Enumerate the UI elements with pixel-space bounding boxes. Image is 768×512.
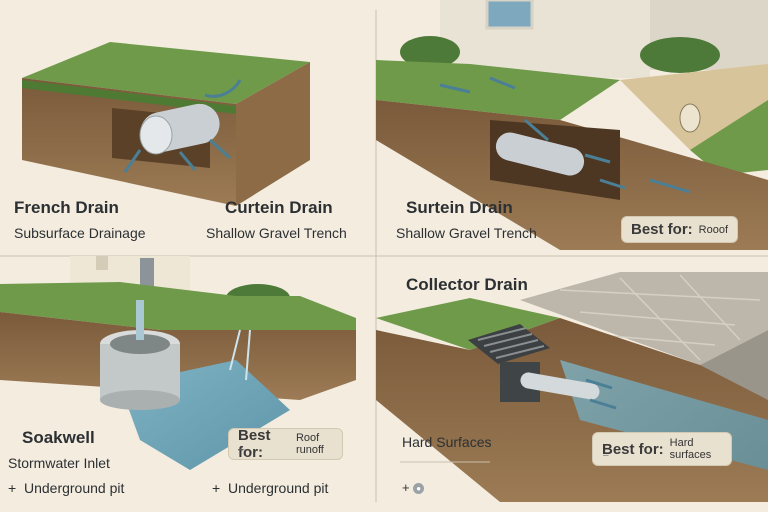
curtain-drain-subtitle: Shallow Gravel Trench xyxy=(206,225,347,241)
badge-label: Best for: xyxy=(602,440,664,458)
badge-value: Roof runoff xyxy=(295,432,324,456)
bullet-text: Underground pit xyxy=(227,480,329,496)
bullet-text: Underground pit xyxy=(23,480,125,496)
surtein-drain-illustration xyxy=(376,0,768,250)
bullet-plus: + xyxy=(212,480,221,496)
badge-label: Best for: xyxy=(238,427,271,461)
badge-dash: – xyxy=(239,444,245,455)
soakwell-bullet-1: + Underground pit xyxy=(8,480,124,496)
bullet-plus: + xyxy=(402,480,410,495)
badge-label: Best for: xyxy=(631,221,693,238)
badge-value: Rooof xyxy=(698,223,729,236)
soakwell-bullet-2: + Underground pit xyxy=(212,480,328,496)
curtain-drain-title: Curtein Drain xyxy=(225,198,333,217)
french-drain-subtitle: Subsurface Drainage xyxy=(14,225,146,241)
surtein-drain-subtitle: Shallow Gravel Trench xyxy=(396,225,537,241)
bullet-plus: + xyxy=(8,480,17,496)
badge-value: Hard surfaces xyxy=(669,437,712,461)
badge-dash: – xyxy=(603,450,609,461)
soakwell-illustration xyxy=(0,256,356,470)
collector-drain-illustration xyxy=(376,272,768,502)
surtein-best-for-badge: Best for: Rooof xyxy=(621,216,739,243)
collector-bullet: + ● xyxy=(402,480,425,495)
soakwell-title: Soakwell xyxy=(22,428,95,447)
french-drain-illustration xyxy=(22,42,310,206)
french-drain-title: French Drain xyxy=(14,198,119,217)
collector-drain-subtitle: Hard Surfaces xyxy=(402,434,492,450)
collector-best-for-badge: Best for: Hard surfaces – xyxy=(592,432,732,466)
soakwell-subtitle: Stormwater Inlet xyxy=(8,455,110,471)
collector-drain-title: Collector Drain xyxy=(406,275,528,294)
info-dot-icon: ● xyxy=(413,483,425,495)
surtein-drain-title: Surtein Drain xyxy=(406,198,513,217)
soakwell-best-for-badge: Best for: Roof runoff – xyxy=(228,427,343,461)
